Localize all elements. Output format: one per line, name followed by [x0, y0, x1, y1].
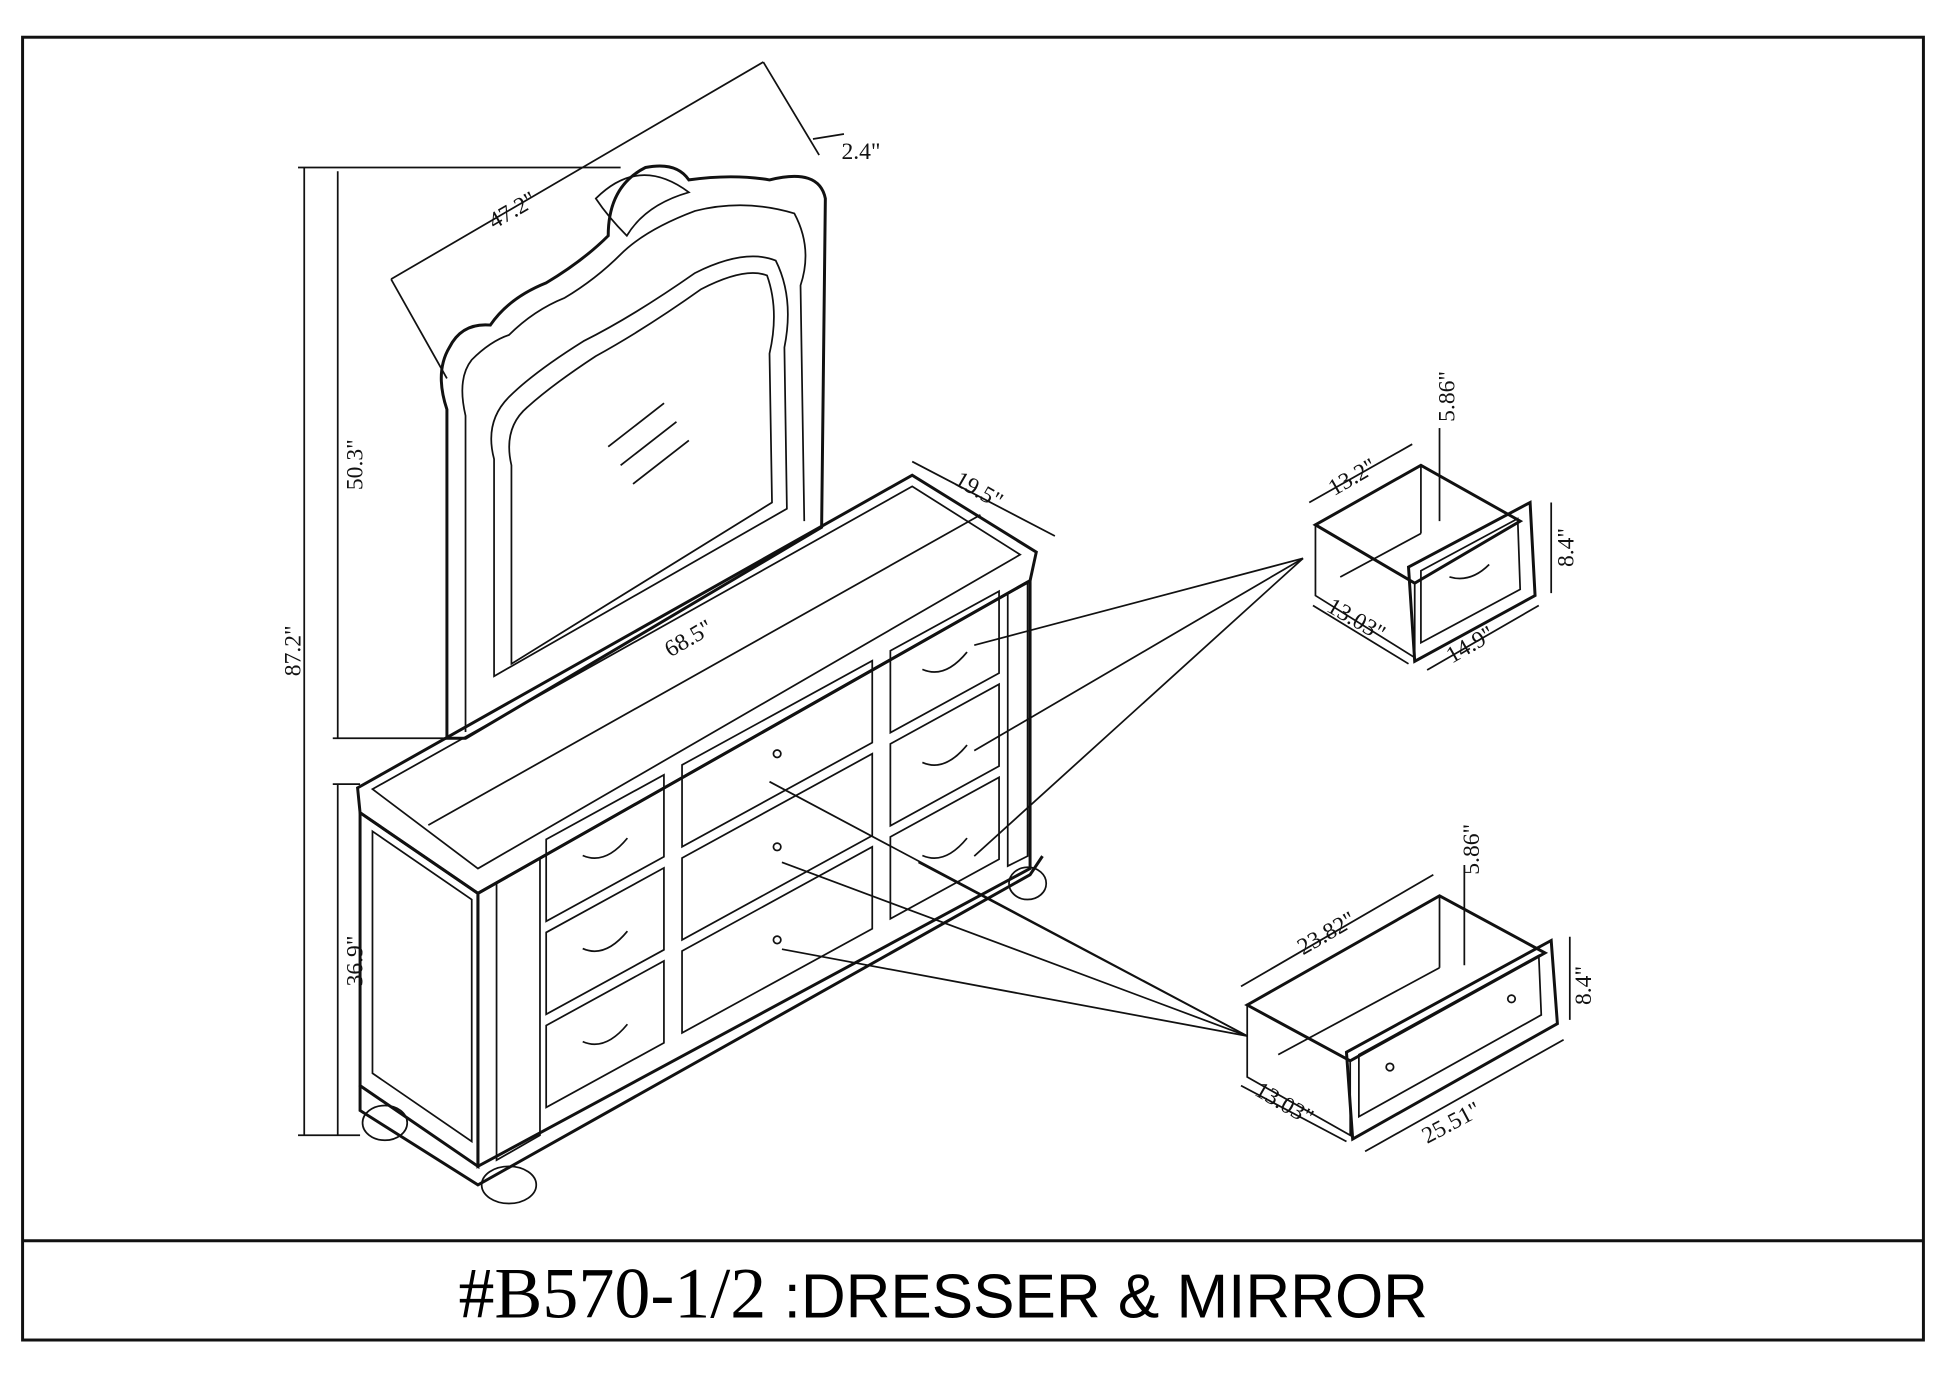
dresser: [356, 473, 1048, 1205]
dresser-height-label: 36.9": [343, 936, 369, 987]
drawer-handle-icon: [582, 837, 629, 860]
large-drawer-inner-height: 5.86": [1459, 824, 1485, 875]
drawer-handle-icon: [582, 930, 629, 953]
small-drawer-depth: 13.03": [1322, 593, 1389, 647]
dresser-drawer: [889, 682, 1000, 828]
dresser-drawer: [545, 959, 665, 1109]
dresser-drawer: [889, 775, 1000, 921]
drawer-handle-icon: [922, 837, 968, 860]
drawer-handle-icon: [772, 935, 782, 945]
total-height-label: 87.2": [281, 625, 307, 676]
drawer-handle-icon: [772, 749, 782, 759]
dresser-drawer: [681, 659, 874, 849]
dresser-drawer: [889, 589, 1000, 735]
product-name: :DRESSER & MIRROR: [784, 1263, 1428, 1332]
dimension-lines: [298, 61, 1571, 1153]
mirror-width-label: 47.2": [484, 187, 541, 235]
large-drawer-inner-width: 23.82": [1293, 907, 1360, 961]
leader-lines: [769, 557, 1304, 1037]
dresser-drawer: [545, 866, 665, 1016]
dresser-drawers: [545, 589, 1000, 1109]
mirror: [439, 164, 827, 740]
large-drawer: [1244, 894, 1559, 1142]
title: #B570-1/2 :DRESSER & MIRROR: [458, 1254, 1428, 1334]
small-drawer-inner-height: 5.86": [1434, 371, 1460, 422]
dresser-drawer: [681, 752, 874, 942]
large-drawer-front-width: 25.51": [1418, 1097, 1486, 1149]
drawer-handle-icon: [922, 744, 968, 766]
small-drawer: [1312, 463, 1537, 664]
small-drawer-inner-width: 13.2": [1324, 454, 1381, 502]
drawer-handle-icon: [772, 842, 782, 852]
large-drawer-depth: 13.03": [1250, 1077, 1317, 1131]
dresser-drawer: [545, 773, 665, 923]
model-number: #B570-1/2: [458, 1254, 766, 1334]
large-drawer-front-height: 8.4": [1571, 966, 1597, 1005]
dresser-drawer: [681, 845, 874, 1035]
mirror-height-label: 50.3": [343, 439, 369, 490]
small-drawer-front-height: 8.4": [1554, 528, 1580, 567]
drawing-border: [21, 35, 1925, 1342]
drawer-handle-icon: [922, 651, 968, 673]
small-drawer-front-width: 14.9": [1442, 621, 1499, 669]
mirror-depth-label: 2.4": [841, 139, 880, 165]
drawer-handle-icon: [582, 1023, 629, 1046]
